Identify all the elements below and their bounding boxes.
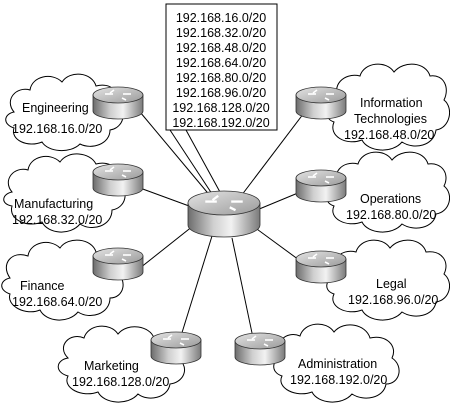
router-arrow xyxy=(109,89,115,94)
router-arrow xyxy=(312,253,318,258)
dept-subnet-administration: 192.168.192.0/20 xyxy=(290,373,387,387)
cloud-legal xyxy=(326,239,450,321)
router-arrow xyxy=(324,261,330,265)
router-top xyxy=(92,86,144,104)
router-administration xyxy=(234,332,286,366)
router-arrow xyxy=(109,166,115,171)
router-arrow xyxy=(179,342,185,346)
router-core xyxy=(187,190,261,238)
link-finance xyxy=(139,221,199,269)
router-operations xyxy=(295,169,347,203)
router-arrow xyxy=(121,258,127,262)
route-line: 192.168.80.0/20 xyxy=(176,71,266,85)
router-top xyxy=(92,247,144,265)
summary-callout-left xyxy=(169,129,219,204)
dept-subnet-manufacturing: 192.168.32.0/20 xyxy=(12,213,102,227)
dept-name-information: Information xyxy=(360,96,423,110)
router-finance xyxy=(92,247,144,281)
router-arrow xyxy=(121,97,127,101)
summary-routes-box: 192.168.16.0/20 192.168.32.0/20 192.168.… xyxy=(165,3,278,131)
dept-subnet-engineering: 192.168.16.0/20 xyxy=(12,122,102,136)
route-line: 192.168.48.0/20 xyxy=(176,41,266,55)
router-arrow xyxy=(211,194,219,202)
dept-name-marketing: Marketing xyxy=(84,359,139,373)
router-engineering xyxy=(92,86,144,120)
cloud-information-technologies xyxy=(326,63,450,151)
route-line: 192.168.32.0/20 xyxy=(176,26,266,40)
route-line: 192.168.128.0/20 xyxy=(172,101,269,115)
router-arrows-icon xyxy=(308,253,334,265)
router-arrow xyxy=(324,97,330,101)
link-information-technologies xyxy=(237,104,311,201)
dept-subnet-information-technologies: 192.168.48.0/20 xyxy=(344,128,434,142)
router-top xyxy=(234,332,286,350)
router-arrows-icon xyxy=(163,334,189,346)
router-arrows-icon xyxy=(308,89,334,101)
dept-subnet-legal: 192.168.96.0/20 xyxy=(348,293,438,307)
cloud-administration xyxy=(273,323,400,403)
router-arrow xyxy=(312,89,318,94)
router-arrows-icon xyxy=(308,172,334,184)
dept-name-manufacturing: Manufacturing xyxy=(14,197,93,211)
router-information-technologies xyxy=(295,86,347,120)
router-arrow xyxy=(167,334,173,339)
dept-name-finance: Finance xyxy=(20,279,65,293)
router-top xyxy=(150,331,202,349)
router-manufacturing xyxy=(92,163,144,197)
router-arrow xyxy=(251,335,257,340)
router-arrow xyxy=(263,343,269,347)
dept-subnet-marketing: 192.168.128.0/20 xyxy=(72,375,169,389)
router-marketing xyxy=(150,331,202,365)
dept-name-operations: Operations xyxy=(360,192,421,206)
router-arrows-icon xyxy=(105,166,131,178)
router-group xyxy=(92,86,347,366)
route-line: 192.168.192.0/20 xyxy=(172,116,269,130)
router-arrow xyxy=(324,180,330,184)
router-arrows-icon xyxy=(105,250,131,262)
router-arrow xyxy=(312,172,318,177)
dept-subnet-finance: 192.168.64.0/20 xyxy=(12,295,102,309)
route-line: 192.168.96.0/20 xyxy=(176,86,266,100)
dept-name-legal: Legal xyxy=(376,277,407,291)
dept-name-engineering: Engineering xyxy=(22,101,89,115)
router-arrow xyxy=(229,206,237,212)
router-top xyxy=(187,190,261,216)
cloud-operations xyxy=(326,151,450,233)
router-arrows-icon xyxy=(205,194,243,212)
router-top xyxy=(295,86,347,104)
router-top xyxy=(295,169,347,187)
router-top xyxy=(295,250,347,268)
route-line: 192.168.64.0/20 xyxy=(176,56,266,70)
label-group: Engineering 192.168.16.0/20 Manufacturin… xyxy=(12,96,438,389)
router-top xyxy=(92,163,144,181)
dept-name-administration: Administration xyxy=(298,357,377,371)
dept-name-technologies: Technologies xyxy=(354,112,427,126)
router-legal xyxy=(295,250,347,284)
route-line: 192.168.16.0/20 xyxy=(176,11,266,25)
router-arrows-icon xyxy=(247,335,273,347)
dept-subnet-operations: 192.168.80.0/20 xyxy=(346,208,436,222)
router-arrows-icon xyxy=(105,89,131,101)
router-arrow xyxy=(109,250,115,255)
router-arrow xyxy=(121,174,127,178)
